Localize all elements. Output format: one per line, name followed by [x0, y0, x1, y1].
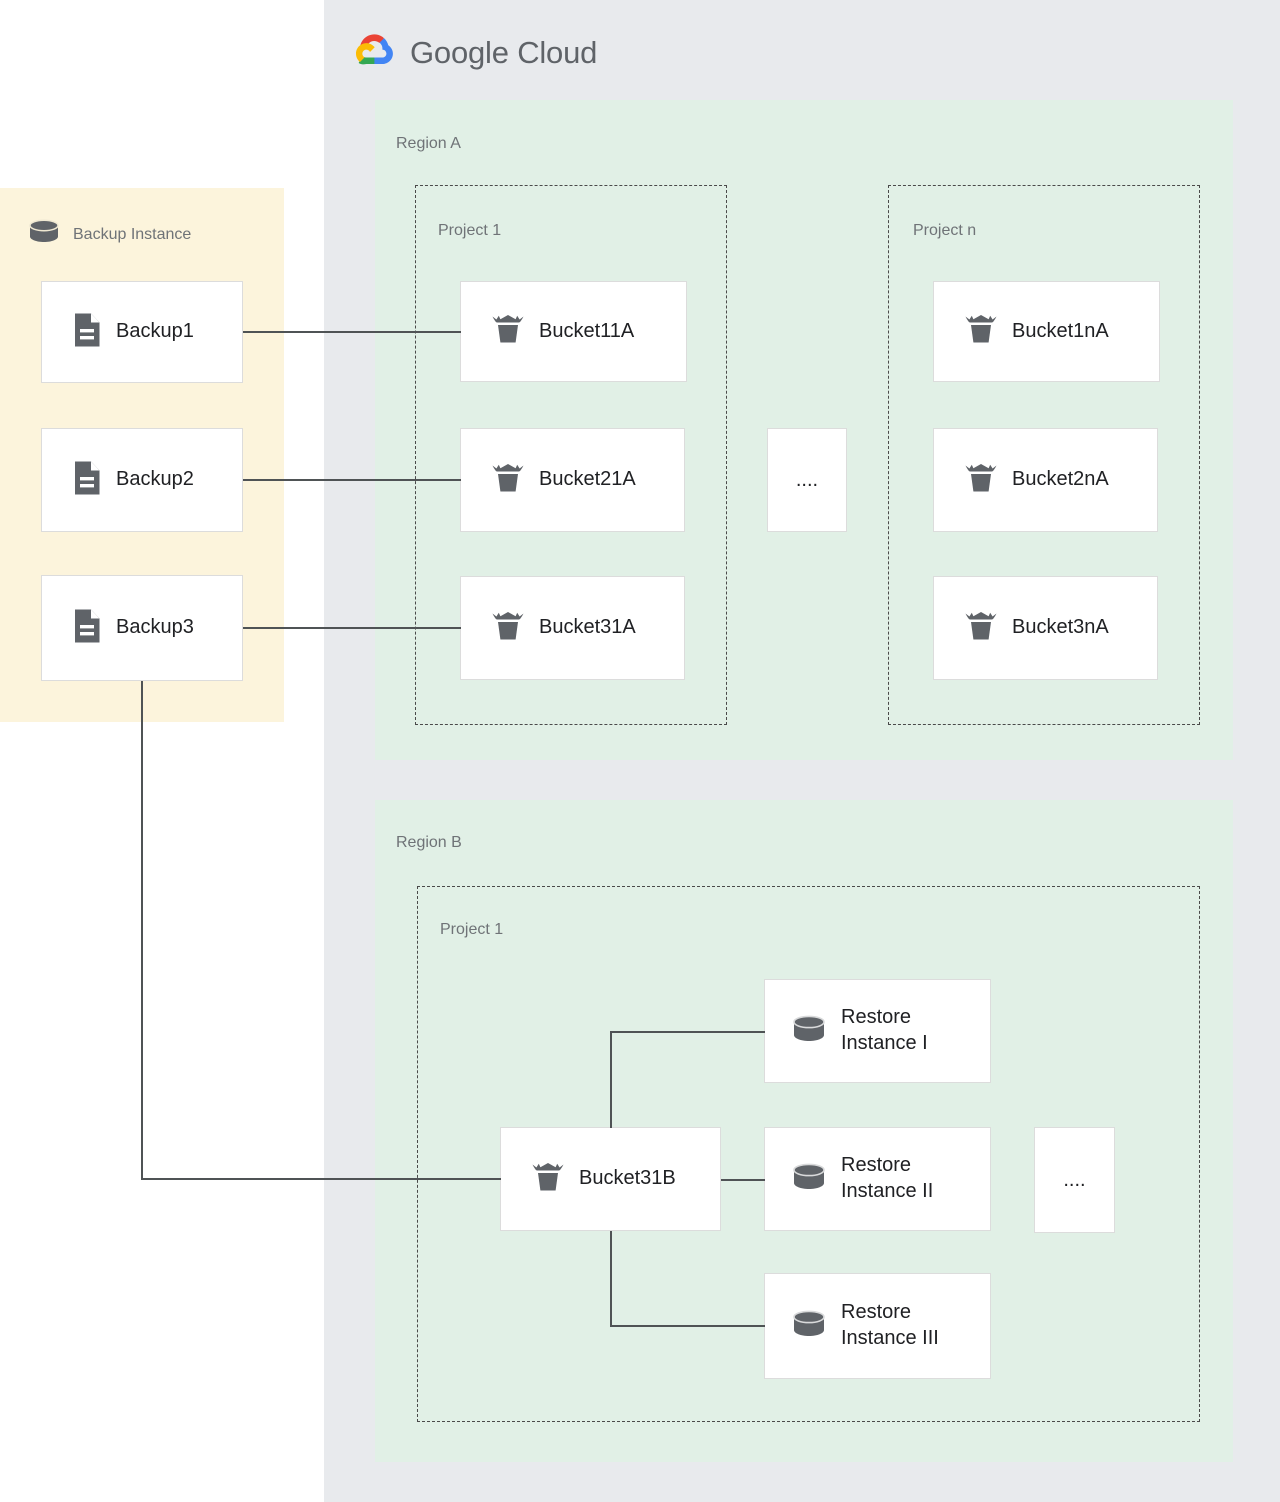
connector-bucket31b-restore-i-vertical	[610, 1031, 612, 1128]
connector-bucket31b-restore-ii	[721, 1179, 765, 1181]
storage-bucket-icon	[531, 1161, 565, 1198]
database-cylinder-icon	[791, 1162, 827, 1197]
backup-instance-header: Backup Instance	[27, 218, 191, 251]
database-cylinder-icon	[791, 1014, 827, 1049]
node-label: Restore Instance III	[841, 1301, 939, 1349]
node-label: Bucket21A	[539, 468, 636, 491]
node-bucket2na[interactable]: Bucket2nA	[933, 428, 1158, 532]
storage-bucket-icon	[964, 610, 998, 647]
node-label: Bucket1nA	[1012, 319, 1109, 342]
ellipsis-label: ....	[795, 469, 819, 491]
database-cylinder-icon	[27, 218, 61, 251]
node-label: Bucket11A	[539, 319, 635, 342]
storage-bucket-icon	[964, 462, 998, 499]
connector-backup3-bucket31b-horizontal	[141, 1178, 501, 1180]
document-icon	[72, 608, 102, 649]
node-backup3[interactable]: Backup3	[41, 575, 243, 681]
node-backup1[interactable]: Backup1	[41, 281, 243, 383]
connector-backup2-bucket21a	[243, 479, 461, 481]
node-bucket1na[interactable]: Bucket1nA	[933, 281, 1160, 382]
node-label: Backup1	[116, 320, 194, 343]
node-label: Backup2	[116, 468, 194, 491]
ellipsis-box-region-a: ....	[767, 428, 847, 532]
backup-instance-title: Backup Instance	[73, 225, 192, 243]
logo-word-google: Google	[410, 34, 509, 70]
project-box-region-b-project-1	[417, 886, 1200, 1422]
node-label: Restore Instance I	[841, 1006, 928, 1054]
node-bucket31a[interactable]: Bucket31A	[460, 576, 685, 680]
google-cloud-logo-text: Google Cloud	[410, 35, 597, 71]
connector-backup1-bucket11a	[243, 331, 461, 333]
logo-word-cloud: Cloud	[517, 34, 598, 70]
node-label: Bucket3nA	[1012, 616, 1109, 639]
region-a-label: Region A	[396, 135, 461, 152]
node-restore-instance-ii[interactable]: Restore Instance II	[764, 1127, 991, 1231]
node-label: Backup3	[116, 616, 194, 639]
project-label-region-a-project-n: Project n	[913, 222, 977, 239]
project-label-region-b-project-1: Project 1	[440, 921, 504, 938]
document-icon	[72, 460, 102, 501]
project-label-region-a-project-1: Project 1	[438, 222, 502, 239]
storage-bucket-icon	[491, 313, 525, 350]
database-cylinder-icon	[791, 1309, 827, 1344]
project-box-region-a-project-n	[888, 185, 1200, 725]
connector-bucket31b-restore-iii-vertical	[610, 1231, 612, 1326]
node-label: Bucket2nA	[1012, 468, 1109, 491]
node-restore-instance-iii[interactable]: Restore Instance III	[764, 1273, 991, 1379]
node-restore-instance-i[interactable]: Restore Instance I	[764, 979, 991, 1083]
storage-bucket-icon	[491, 610, 525, 647]
connector-backup3-bucket31a	[243, 627, 461, 629]
ellipsis-box-region-b: ....	[1034, 1127, 1115, 1233]
node-bucket31b[interactable]: Bucket31B	[500, 1127, 721, 1231]
node-label: Bucket31B	[579, 1167, 676, 1190]
node-bucket3na[interactable]: Bucket3nA	[933, 576, 1158, 680]
node-label: Bucket31A	[539, 616, 636, 639]
document-icon	[72, 312, 102, 353]
google-cloud-logo-lockup: Google Cloud	[352, 30, 597, 75]
storage-bucket-icon	[964, 313, 998, 350]
node-bucket21a[interactable]: Bucket21A	[460, 428, 685, 532]
node-bucket11a[interactable]: Bucket11A	[460, 281, 687, 382]
ellipsis-label: ....	[1063, 1169, 1086, 1191]
connector-bucket31b-restore-iii-horizontal	[610, 1325, 765, 1327]
node-backup2[interactable]: Backup2	[41, 428, 243, 532]
node-label: Restore Instance II	[841, 1154, 934, 1202]
storage-bucket-icon	[491, 462, 525, 499]
connector-bucket31b-restore-i-horizontal	[610, 1031, 765, 1033]
project-box-region-a-project-1	[415, 185, 727, 725]
google-cloud-logo-icon	[352, 30, 398, 75]
connector-backup3-bucket31b-vertical	[141, 681, 143, 1179]
region-b-label: Region B	[396, 834, 462, 851]
